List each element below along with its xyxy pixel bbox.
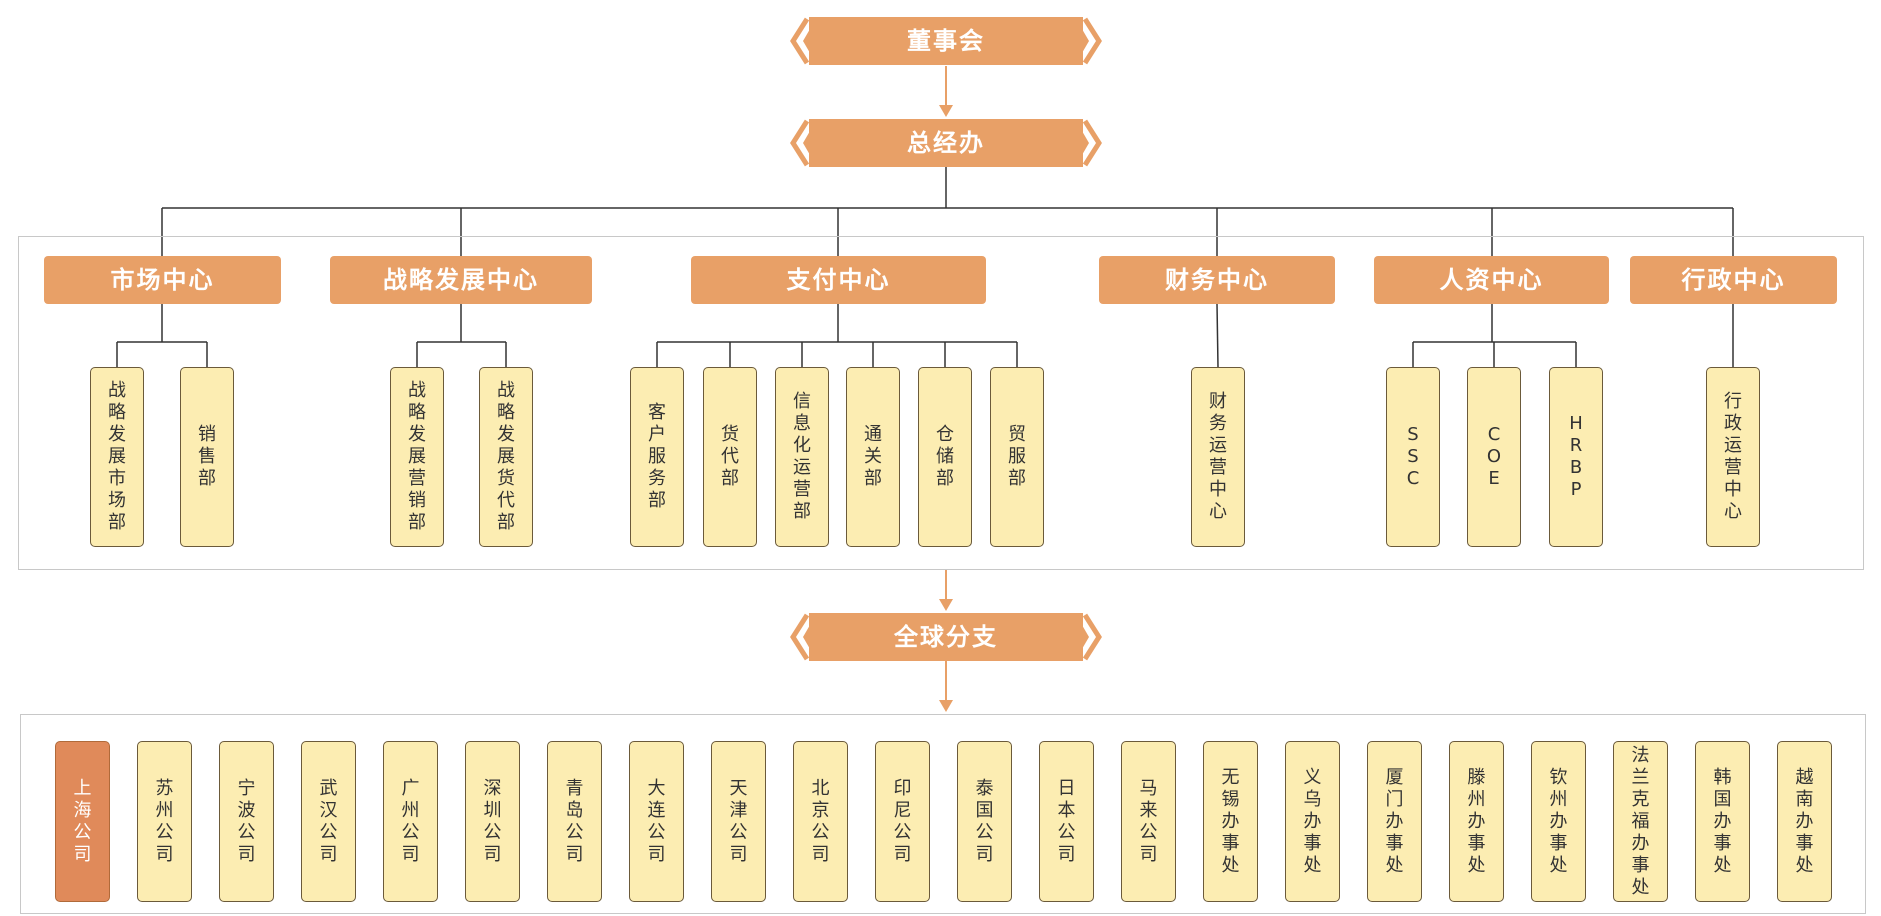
branches-frame (20, 714, 1866, 914)
dept-box: 信息化运营部 (775, 367, 829, 547)
branch-box: 广州公司 (383, 741, 438, 902)
dept-box: SSC (1386, 367, 1440, 547)
center-finance: 财务中心 (1099, 256, 1335, 304)
dept-box: COE (1467, 367, 1521, 547)
board-banner: 董事会 (789, 17, 1103, 65)
branch-box: 越南办事处 (1777, 741, 1832, 902)
branch-box: 武汉公司 (301, 741, 356, 902)
global-title: 全球分支 (809, 613, 1083, 661)
dept-box: 行政运营中心 (1706, 367, 1760, 547)
branch-box: 义乌办事处 (1285, 741, 1340, 902)
branch-box: 韩国办事处 (1695, 741, 1750, 902)
center-strategy: 战略发展中心 (330, 256, 592, 304)
center-admin: 行政中心 (1630, 256, 1837, 304)
branch-box: 无锡办事处 (1203, 741, 1258, 902)
dept-box: 财务运营中心 (1191, 367, 1245, 547)
branch-box: 法兰克福办事处 (1613, 741, 1668, 902)
branch-box: 大连公司 (629, 741, 684, 902)
dept-box: 战略发展营销部 (390, 367, 444, 547)
arrow-down-icon (939, 599, 953, 611)
branch-box: 印尼公司 (875, 741, 930, 902)
dept-box: 客户服务部 (630, 367, 684, 547)
office-title: 总经办 (809, 119, 1083, 167)
chevron-right-icon (1075, 119, 1102, 167)
dept-box: 战略发展货代部 (479, 367, 533, 547)
center-hr: 人资中心 (1374, 256, 1609, 304)
dept-box: 销售部 (180, 367, 234, 547)
departments-frame (18, 236, 1864, 570)
office-banner: 总经办 (789, 119, 1103, 167)
center-payment: 支付中心 (691, 256, 986, 304)
branch-box: 苏州公司 (137, 741, 192, 902)
branch-box: 日本公司 (1039, 741, 1094, 902)
global-banner: 全球分支 (789, 613, 1103, 661)
dept-box: 通关部 (846, 367, 900, 547)
branch-box: 厦门办事处 (1367, 741, 1422, 902)
chevron-right-icon (1075, 17, 1102, 65)
dept-box: 战略发展市场部 (90, 367, 144, 547)
arrow-down-icon (939, 105, 953, 117)
board-title: 董事会 (809, 17, 1083, 65)
branch-box: 北京公司 (793, 741, 848, 902)
arrow-down-icon (939, 700, 953, 712)
center-market: 市场中心 (44, 256, 281, 304)
chevron-right-icon (1075, 613, 1102, 661)
branch-box: 宁波公司 (219, 741, 274, 902)
dept-box: HRBP (1549, 367, 1603, 547)
branch-box: 青岛公司 (547, 741, 602, 902)
branch-box: 滕州办事处 (1449, 741, 1504, 902)
dept-box: 货代部 (703, 367, 757, 547)
branch-box: 泰国公司 (957, 741, 1012, 902)
branch-box: 深圳公司 (465, 741, 520, 902)
branch-box: 马来公司 (1121, 741, 1176, 902)
branch-box: 钦州办事处 (1531, 741, 1586, 902)
dept-box: 贸服部 (990, 367, 1044, 547)
branch-box-highlighted: 上海公司 (55, 741, 110, 902)
connector-line (1216, 303, 1219, 368)
branch-box: 天津公司 (711, 741, 766, 902)
dept-box: 仓储部 (918, 367, 972, 547)
